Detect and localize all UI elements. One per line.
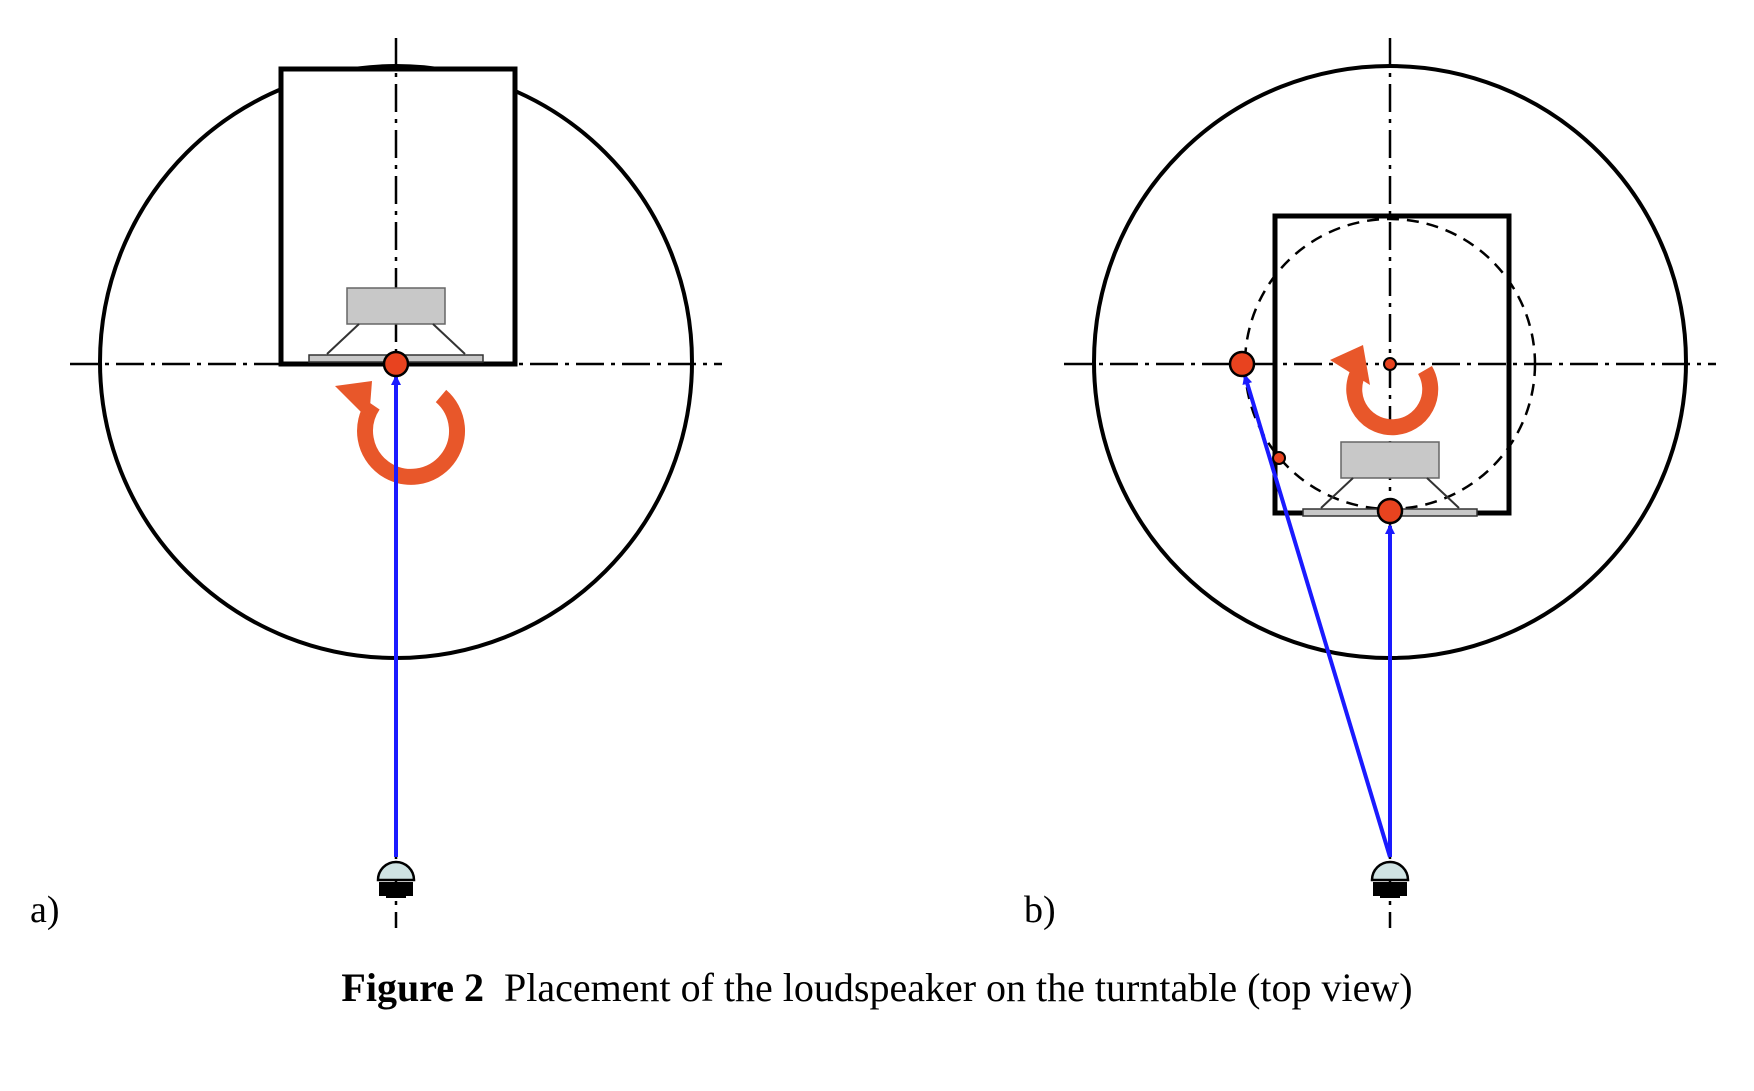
panel-a xyxy=(70,38,722,928)
caption-text: Placement of the loudspeaker on the turn… xyxy=(503,965,1413,1010)
panel-label-b: b) xyxy=(1024,889,1056,931)
microphone-icon xyxy=(1370,860,1410,898)
rotated-position-marker xyxy=(1228,350,1256,378)
panel-label-a: a) xyxy=(30,889,60,931)
figure-caption: Figure 2 Placement of the loudspeaker on… xyxy=(0,964,1754,1011)
figure-number: Figure 2 xyxy=(341,965,484,1010)
curved-rotation-arrow-icon xyxy=(335,381,466,485)
pivot-marker xyxy=(382,350,410,378)
driver-position-marker xyxy=(1376,497,1404,525)
intermediate-position-marker xyxy=(1272,451,1286,465)
pivot-marker xyxy=(1383,357,1397,371)
panel-b xyxy=(1064,38,1716,928)
curved-rotation-arrow-icon xyxy=(1330,345,1439,436)
sound-path-arrow xyxy=(1242,374,1392,858)
microphone-icon xyxy=(376,860,416,898)
